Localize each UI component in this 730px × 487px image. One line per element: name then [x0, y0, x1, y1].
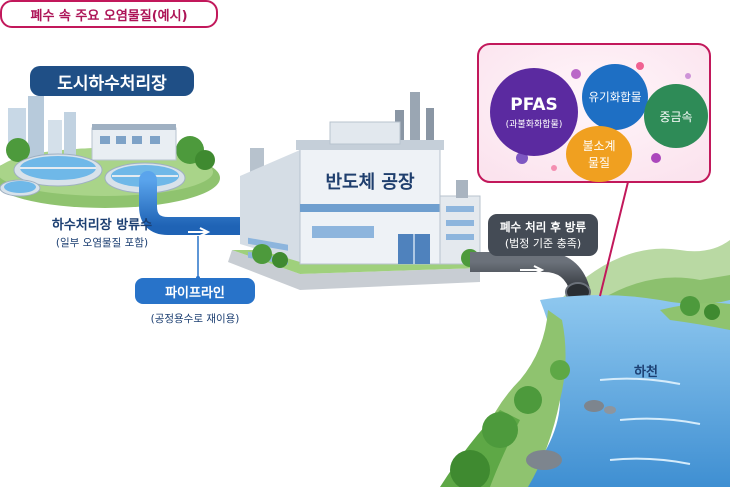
- pollutant-organic-name: 유기화합물: [588, 90, 642, 104]
- pollutant-bubble-pfas: PFAS (과불화화합물): [490, 68, 578, 156]
- sewage-effluent-note: (일부 오염물질 포함): [55, 237, 149, 249]
- semiconductor-factory: [228, 92, 481, 290]
- discharge-label-line1: 폐수 처리 후 방류: [499, 220, 587, 234]
- pollutant-header: 폐수 속 주요 오염물질(예시): [0, 0, 218, 28]
- pipeline-label: 파이프라인: [135, 278, 255, 304]
- river-bank: [440, 296, 730, 487]
- sewage-plant: [0, 96, 220, 208]
- pollutant-fluorine-name: 불소계: [582, 139, 616, 153]
- pollutant-bubble-organic: 유기화합물: [582, 64, 648, 130]
- river: [520, 295, 730, 487]
- sewage-plant-title: 도시하수처리장: [30, 66, 194, 96]
- pollutant-bubble-fluorine: 불소계 물질: [566, 126, 632, 182]
- discharge-label: 폐수 처리 후 방류 (법정 기준 충족): [488, 214, 598, 256]
- discharge-label-line2: (법정 기준 충족): [504, 237, 582, 250]
- river-label: 하천: [634, 365, 658, 380]
- factory-label: 반도체 공장: [325, 172, 415, 193]
- pipeline-note: (공정용수로 재이용): [150, 313, 240, 325]
- pollutant-bubble-heavy-metal: 중금속: [644, 84, 708, 148]
- sewage-effluent-label: 하수처리장 방류수: [51, 218, 153, 233]
- pollutant-fluorine-suffix: 물질: [587, 156, 611, 170]
- pollutant-metal-name: 중금속: [659, 109, 693, 124]
- pollutant-pfas-name: PFAS: [510, 94, 558, 115]
- pollutant-pfas-desc: (과불화화합물): [505, 119, 563, 130]
